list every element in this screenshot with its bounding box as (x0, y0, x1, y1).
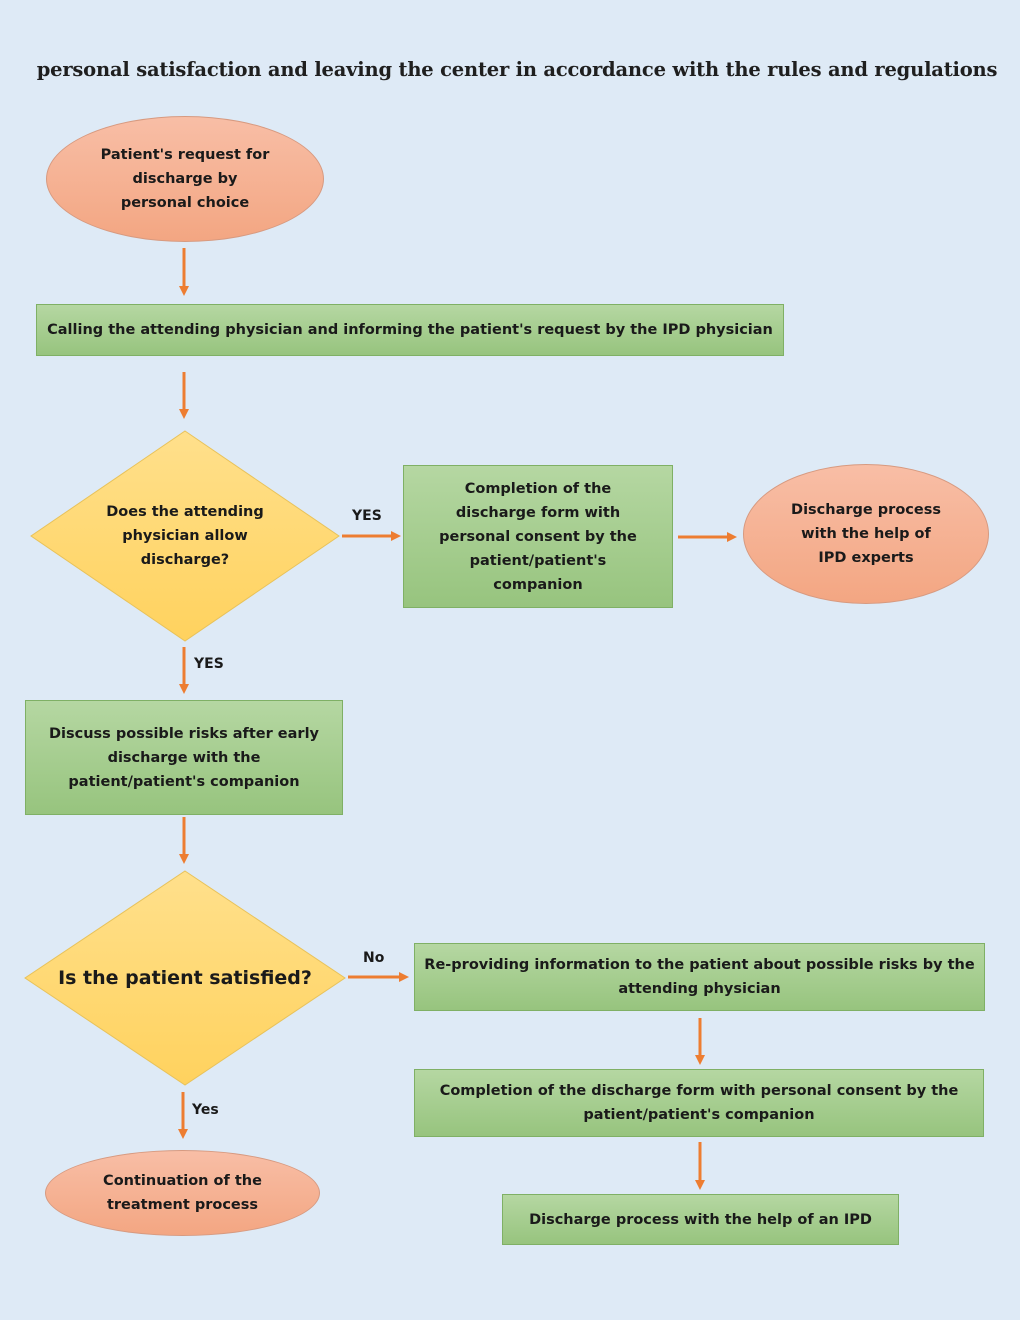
yes-right-label: YES (352, 508, 382, 524)
reproviding-info-text: Re-providing information to the patient … (424, 957, 975, 997)
yes-bottom-label: Yes (192, 1102, 219, 1118)
calling-physician-process: Calling the attending physician and info… (36, 304, 784, 356)
continuation-terminal: Continuation of the treatment process (45, 1150, 320, 1236)
patient-satisfied-decision: Is the patient satisfied? (24, 870, 346, 1086)
reproviding-info-process: Re-providing information to the patient … (414, 943, 985, 1011)
completion-form-bottom-text: Completion of the discharge form with pe… (439, 1083, 959, 1123)
patient-satisfied-text: Is the patient satisfied? (58, 967, 312, 989)
yes-down-label: YES (194, 656, 224, 672)
page-title: personal satisfaction and leaving the ce… (36, 58, 998, 81)
discharge-experts-text: Discharge process with the help of IPD e… (791, 502, 941, 566)
allow-discharge-text: Does the attending physician allow disch… (106, 504, 264, 568)
completion-form-bottom-process: Completion of the discharge form with pe… (414, 1069, 984, 1137)
patient-request-text: Patient's request for discharge by perso… (100, 147, 270, 211)
discharge-ipd-text: Discharge process with the help of an IP… (529, 1211, 872, 1228)
discuss-risks-text: Discuss possible risks after early disch… (49, 725, 319, 790)
discharge-experts-terminal: Discharge process with the help of IPD e… (743, 464, 989, 604)
calling-physician-text: Calling the attending physician and info… (47, 322, 773, 338)
completion-form-top-text: Completion of the discharge form with pe… (439, 480, 637, 593)
patient-request-terminal: Patient's request for discharge by perso… (46, 116, 324, 242)
completion-form-top-process: Completion of the discharge form with pe… (403, 465, 673, 608)
discuss-risks-process: Discuss possible risks after early disch… (25, 700, 343, 815)
allow-discharge-decision: Does the attending physician allow disch… (30, 430, 340, 642)
no-right-label: No (363, 950, 385, 966)
discharge-ipd-process: Discharge process with the help of an IP… (502, 1194, 899, 1245)
continuation-text: Continuation of the treatment process (103, 1173, 262, 1213)
